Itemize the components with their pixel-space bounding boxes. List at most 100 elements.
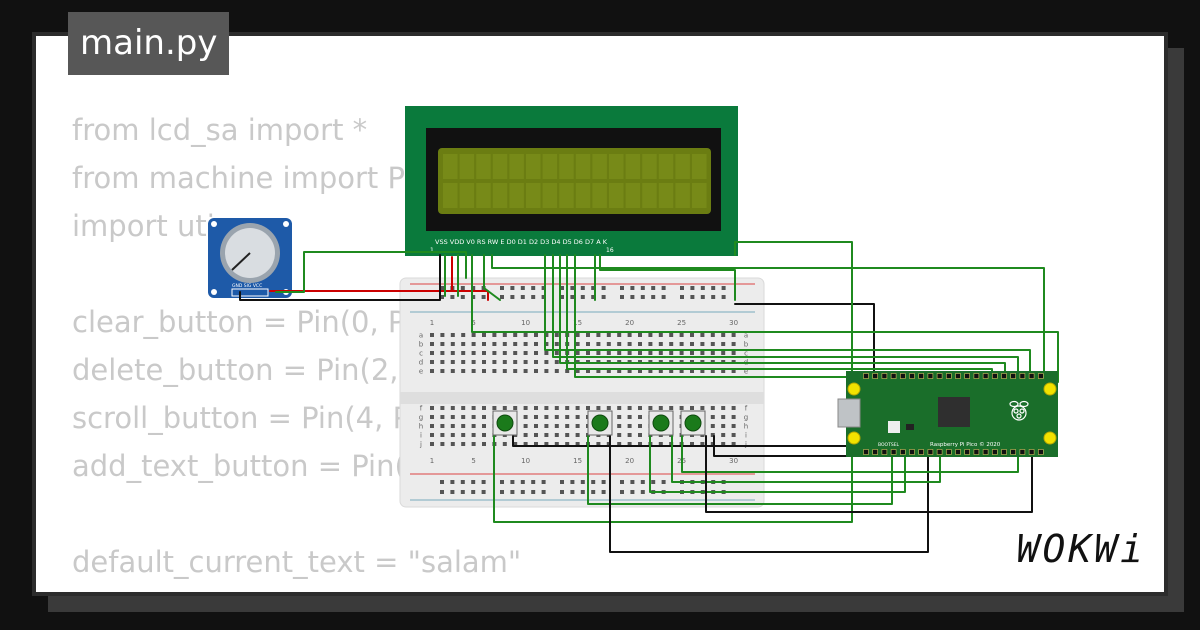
lcd-cell [575, 154, 591, 179]
lcd-cell [609, 154, 624, 179]
pico-pin [890, 449, 897, 455]
lcd-cell [642, 183, 657, 208]
pico-pin [973, 373, 980, 379]
pico-pin [918, 373, 925, 379]
pico-pin [1001, 373, 1007, 379]
lcd-pin-first: 1 [430, 247, 434, 254]
lcd-cell [559, 154, 574, 179]
breadboard-row-letter: j [744, 441, 747, 449]
lcd-cell [658, 183, 674, 208]
lcd-cell [692, 154, 707, 179]
lcd-cell [526, 154, 541, 179]
lcd-cell [509, 183, 524, 208]
lcd-cell [476, 183, 491, 208]
breadboard-row-letter: h [744, 423, 748, 431]
lcd-cell [559, 183, 574, 208]
breadboard-row-letter: a [419, 332, 423, 340]
breadboard-row-letter: c [419, 350, 423, 358]
lcd-cell [625, 154, 641, 179]
pico-pin [973, 449, 980, 455]
pico-pins [863, 373, 1044, 455]
pico-pin [881, 373, 888, 379]
lcd-cell [476, 154, 491, 179]
pico-pin [1038, 373, 1044, 379]
lcd-cell [592, 183, 607, 208]
pico-pin [909, 449, 915, 455]
breadboard-row-letter: g [419, 414, 423, 422]
pico-label: Raspberry Pi Pico © 2020 [930, 441, 1001, 448]
add-text-pushbutton[interactable] [680, 410, 706, 436]
potentiometer[interactable]: GND SIG VCC [208, 218, 292, 298]
breadboard-column-number: 15 [573, 457, 582, 465]
breadboard-row-letter: g [744, 414, 748, 422]
lcd-cell [658, 154, 674, 179]
breadboard-column-number: 15 [573, 319, 582, 327]
pico-pin [927, 449, 934, 455]
pico-pin [936, 449, 943, 455]
lcd-cell [492, 154, 508, 179]
lcd-cell [675, 154, 690, 179]
pot-pin-labels: GND SIG VCC [232, 283, 262, 289]
lcd-display: VSS VDD V0 RS RW E D0 D1 D2 D3 D4 D5 D6 … [405, 106, 738, 256]
breadboard-column-number: 30 [729, 319, 738, 327]
pico-pin [945, 449, 952, 455]
breadboard-column-number: 30 [729, 457, 738, 465]
pico-pin [1019, 449, 1026, 455]
lcd-cell [625, 183, 641, 208]
pico-pin [881, 449, 888, 455]
pico-pin [991, 449, 998, 455]
lcd-cell [692, 183, 707, 208]
breadboard-column-number: 1 [430, 319, 434, 327]
pico-pin [899, 373, 906, 379]
knob-indicator [231, 252, 251, 271]
breadboard-column-number: 5 [471, 319, 475, 327]
file-tab[interactable]: main.py [68, 12, 230, 75]
breadboard-row-letter: b [419, 341, 424, 349]
breadboard-column-number: 10 [521, 457, 530, 465]
scroll-pushbutton[interactable] [648, 410, 674, 436]
lcd-cell [509, 154, 524, 179]
lcd-cell [592, 154, 607, 179]
breadboard-row-letter: c [744, 350, 748, 358]
pushbuttons [492, 410, 706, 436]
bootsel-button[interactable] [888, 421, 900, 433]
lcd-cell [459, 183, 475, 208]
rp2040-chip [938, 397, 970, 427]
pico-pin [927, 373, 934, 379]
pico-pin [863, 373, 869, 379]
breadboard-column-number: 20 [625, 457, 634, 465]
delete-pushbutton[interactable] [587, 410, 613, 436]
lcd-cell [642, 154, 657, 179]
bootsel-label: BOOTSEL [878, 442, 900, 448]
lcd-cell [609, 183, 624, 208]
lcd-character-cells [443, 154, 707, 208]
lcd-cell [542, 183, 558, 208]
wire-gnd [239, 254, 441, 301]
pico-pin [991, 373, 998, 379]
breadboard-row-letter: f [745, 405, 748, 413]
pico-pin [955, 373, 961, 379]
pico-pin [936, 373, 943, 379]
breadboard-row-letter: d [419, 359, 423, 367]
lcd-cell [542, 154, 558, 179]
pico-pin [909, 373, 915, 379]
raspberry-pi-pico: Raspberry Pi Pico © 2020 BOOTSEL [837, 371, 1058, 457]
lcd-cell [575, 183, 591, 208]
clear-pushbutton[interactable] [492, 410, 518, 436]
wokwi-logo: WOKWi [1016, 527, 1146, 571]
breadboard-row-letter: a [744, 332, 748, 340]
pico-pin [1019, 373, 1026, 379]
pico-pin [1028, 449, 1035, 455]
lcd-cell [443, 154, 458, 179]
pico-pin [918, 449, 925, 455]
pico-pin [1010, 449, 1017, 455]
pico-pin [1028, 373, 1035, 379]
pico-pin [945, 373, 952, 379]
pico-pin [955, 449, 961, 455]
lcd-cell [492, 183, 508, 208]
breadboard-column-number: 20 [625, 319, 634, 327]
breadboard-row-letter: j [419, 441, 422, 449]
breadboard-row-letter: i [420, 432, 422, 440]
pico-pin [863, 449, 869, 455]
